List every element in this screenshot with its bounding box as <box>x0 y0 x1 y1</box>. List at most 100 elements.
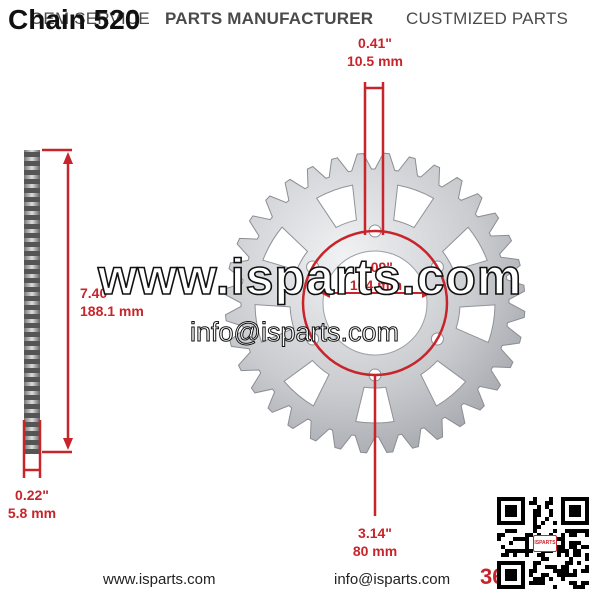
lightening-slot <box>315 184 357 229</box>
qr-module <box>529 501 533 505</box>
qr-module <box>521 537 525 541</box>
qr-module <box>525 545 529 549</box>
qr-module <box>569 533 573 537</box>
qr-module <box>573 541 577 545</box>
qr-module <box>509 541 513 545</box>
qr-logo: ISPARTS <box>533 535 557 552</box>
footer-website: www.isparts.com <box>103 571 216 588</box>
qr-module <box>545 557 549 561</box>
watermark-site: www.isparts.com <box>97 248 523 306</box>
qr-module <box>505 549 509 553</box>
qr-module <box>501 533 505 537</box>
side-tooth <box>24 224 40 229</box>
qr-module <box>549 501 553 505</box>
thickness-inches: 0.22" <box>15 487 49 503</box>
side-tooth <box>24 251 40 256</box>
qr-module <box>561 545 565 549</box>
qr-module <box>549 577 553 581</box>
side-tooth <box>24 422 40 427</box>
qr-module <box>505 529 509 533</box>
qr-module <box>549 565 553 569</box>
outer-diameter-label: 7.40" 188.1 mm <box>80 284 144 320</box>
qr-module <box>541 573 545 577</box>
qr-code: ISPARTS <box>497 497 589 589</box>
qr-finder <box>505 569 517 581</box>
qr-module <box>585 529 589 533</box>
qr-module <box>549 513 553 517</box>
outer-diameter-inches: 7.40" <box>80 285 114 301</box>
qr-module <box>533 497 537 501</box>
qr-module <box>581 529 585 533</box>
qr-module <box>561 533 565 537</box>
footer-email: info@isparts.com <box>334 571 451 588</box>
qr-module <box>525 541 529 545</box>
qr-module <box>525 533 529 537</box>
qr-module <box>565 529 569 533</box>
qr-module <box>577 561 581 565</box>
qr-module <box>513 549 517 553</box>
qr-module <box>529 581 533 585</box>
qr-module <box>569 561 573 565</box>
qr-module <box>521 549 525 553</box>
qr-module <box>565 549 569 553</box>
qr-module <box>585 533 589 537</box>
qr-module <box>533 577 537 581</box>
qr-module <box>529 569 533 573</box>
qr-module <box>553 569 557 573</box>
qr-module <box>573 545 577 549</box>
qr-module <box>585 553 589 557</box>
lightening-slot <box>262 226 309 271</box>
qr-module <box>557 537 561 541</box>
side-tooth <box>24 215 40 220</box>
qr-module <box>497 533 501 537</box>
qr-module <box>565 565 569 569</box>
qr-module <box>565 553 569 557</box>
qr-module <box>529 573 533 577</box>
bolt-circle-mm: 80 mm <box>352 543 398 559</box>
qr-module <box>561 569 565 573</box>
qr-module <box>585 569 589 573</box>
side-tooth <box>24 368 40 373</box>
qr-module <box>529 533 533 537</box>
qr-module <box>545 505 549 509</box>
parts-manufacturer-text: PARTS MANUFACTURER <box>165 9 374 28</box>
qr-module <box>533 517 537 521</box>
qr-module <box>573 569 577 573</box>
side-tooth <box>24 269 40 274</box>
top-width-label: 0.41" 10.5 mm <box>343 34 407 70</box>
side-tooth <box>24 188 40 193</box>
side-tooth <box>24 278 40 283</box>
qr-module <box>561 565 565 569</box>
oem-service-text: OEM SERVICE <box>30 9 150 28</box>
qr-module <box>553 565 557 569</box>
qr-module <box>505 553 509 557</box>
side-tooth <box>24 440 40 445</box>
side-tooth <box>24 449 40 454</box>
qr-module <box>573 585 577 589</box>
dimension-arrows <box>63 152 432 450</box>
qr-module <box>569 581 573 585</box>
qr-finder <box>569 505 581 517</box>
dimension-lines <box>22 82 449 516</box>
qr-module <box>537 581 541 585</box>
lightening-slot <box>455 304 496 344</box>
lightening-slot <box>420 359 467 407</box>
side-tooth <box>24 341 40 346</box>
qr-module <box>585 545 589 549</box>
qr-module <box>513 553 517 557</box>
qr-module <box>581 545 585 549</box>
qr-module <box>545 501 549 505</box>
qr-module <box>557 549 561 553</box>
qr-module <box>517 537 521 541</box>
qr-module <box>533 529 537 533</box>
qr-module <box>541 577 545 581</box>
qr-module <box>569 541 573 545</box>
center-bore <box>322 250 428 356</box>
qr-module <box>537 509 541 513</box>
side-tooth <box>24 206 40 211</box>
top-width-inches: 0.41" <box>358 35 392 51</box>
qr-module <box>533 521 537 525</box>
qr-module <box>533 501 537 505</box>
qr-module <box>529 549 533 553</box>
side-tooth <box>24 260 40 265</box>
